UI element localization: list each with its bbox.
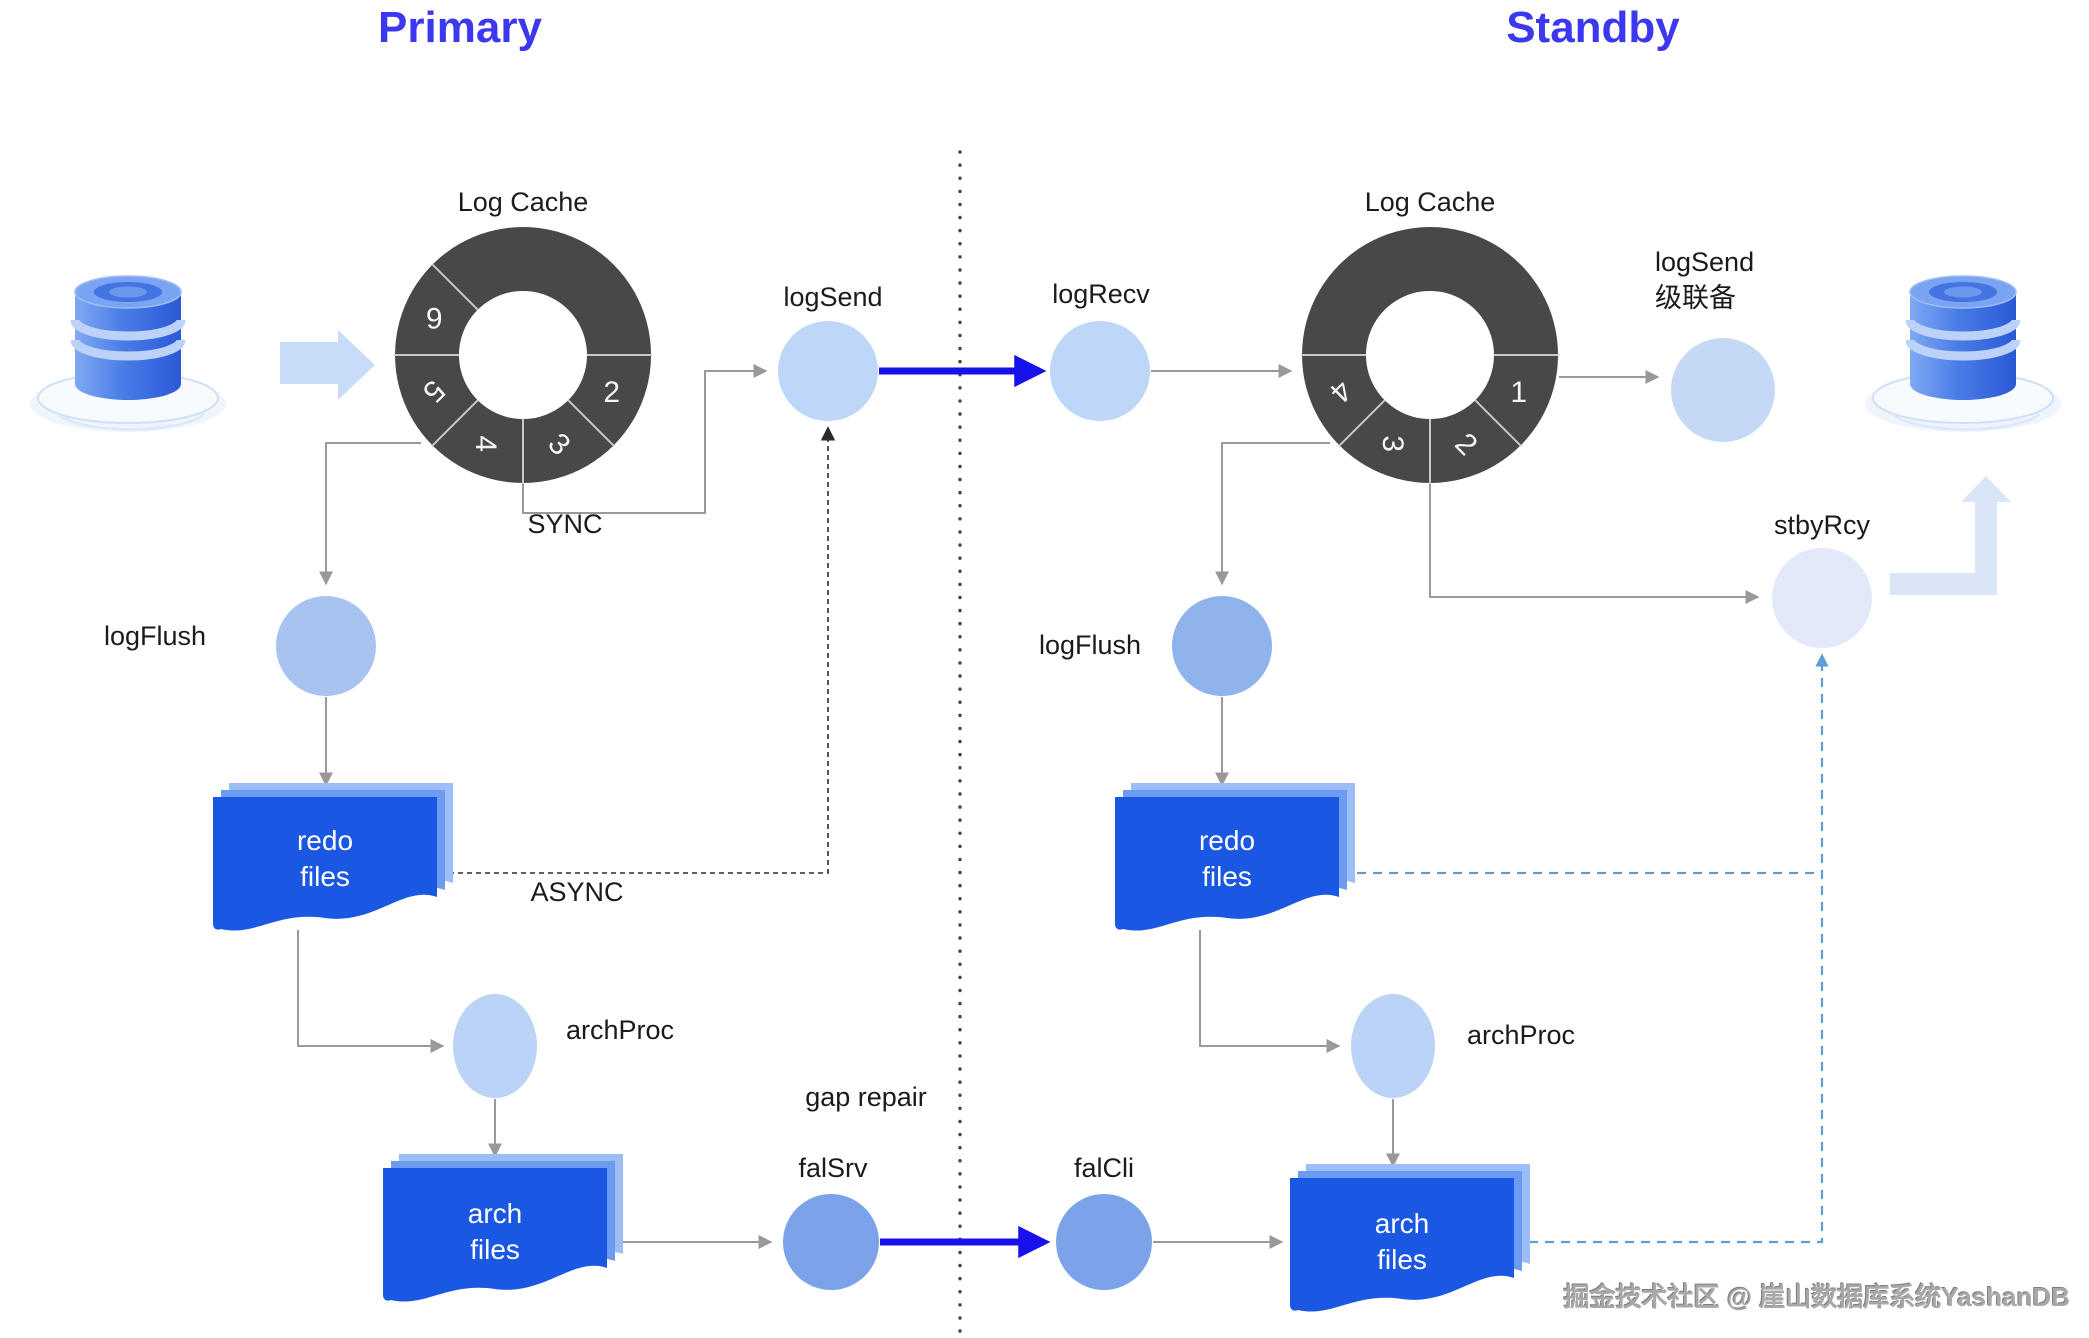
segment-label: 3 xyxy=(1376,435,1409,452)
database-icon-primary xyxy=(30,276,226,432)
gap-repair-label: gap repair xyxy=(805,1082,927,1112)
cascade-logsend-line1: logSend xyxy=(1655,247,1755,277)
falsrv-label: falSrv xyxy=(798,1153,868,1183)
logsend-node xyxy=(778,321,878,421)
log-cache-label-standby: Log Cache xyxy=(1364,187,1496,217)
redo-line1: redo xyxy=(296,825,354,856)
logrecv-label: logRecv xyxy=(1052,279,1150,309)
arch-files-label-standby: arch files xyxy=(1290,1206,1514,1278)
sync-label: SYNC xyxy=(527,509,603,539)
connector-async-redo-to-logsend xyxy=(440,426,836,874)
falcli-node xyxy=(1056,1194,1152,1290)
cascade-logsend-line2: 级联备 xyxy=(1655,283,1736,313)
log-cache-ring-standby: 1 2 3 4 xyxy=(1301,227,1559,484)
primary-title: Primary xyxy=(378,3,542,52)
connector-logcache-to-stbyrcy xyxy=(1429,484,1760,604)
connector-sync-to-logsend xyxy=(522,364,768,514)
stbyrcy-label: stbyRcy xyxy=(1773,510,1871,540)
stbyrcy-node xyxy=(1772,548,1872,648)
cascade-logsend-label: logSend 级联备 xyxy=(1655,244,1895,316)
falcli-label: falCli xyxy=(1073,1153,1134,1183)
segment-label: 4 xyxy=(469,435,502,452)
watermark: 掘金技术社区 @ 崖山数据库系统YashanDB xyxy=(1563,1282,2070,1312)
arch-files-label-primary: arch files xyxy=(383,1196,607,1268)
segment-label: 1 xyxy=(1510,376,1527,409)
logsend-label: logSend xyxy=(783,282,883,312)
redo-line2: files xyxy=(300,861,350,892)
logflush-node-primary xyxy=(276,596,376,696)
arch-line1: arch xyxy=(467,1198,523,1229)
connector-logcache-to-logflush-standby xyxy=(1215,442,1330,586)
logflush-label-primary: logFlush xyxy=(103,621,207,651)
connector-redo-to-archproc-standby xyxy=(1199,930,1341,1053)
log-cache-label-primary: Log Cache xyxy=(457,187,589,217)
arch-line1: arch xyxy=(1374,1208,1430,1239)
cascade-logsend-node xyxy=(1671,338,1775,442)
segment-label: 2 xyxy=(603,376,620,409)
arch-line2: files xyxy=(470,1234,520,1265)
archproc-label-primary: archProc xyxy=(565,1015,675,1045)
logflush-node-standby xyxy=(1172,596,1272,696)
redo-files-label-primary: redo files xyxy=(213,823,437,895)
segment-label: 6 xyxy=(426,301,443,334)
falsrv-node xyxy=(783,1194,879,1290)
redo-line1: redo xyxy=(1198,825,1256,856)
log-cache-ring-primary: 2 3 4 5 6 xyxy=(394,227,652,484)
redo-files-label-standby: redo files xyxy=(1115,823,1339,895)
standby-title: Standby xyxy=(1506,3,1680,52)
archproc-label-standby: archProc xyxy=(1466,1020,1576,1050)
archproc-node-primary xyxy=(453,994,537,1098)
logrecv-node xyxy=(1050,321,1150,421)
arch-line2: files xyxy=(1377,1244,1427,1275)
db-to-logcache-arrow xyxy=(280,330,375,400)
logflush-label-standby: logFlush xyxy=(1038,630,1142,660)
connector-logcache-to-logflush-primary xyxy=(319,442,421,586)
connector-redo-to-archproc-primary xyxy=(297,930,445,1053)
stbyrcy-to-db-arrow xyxy=(1890,476,2011,595)
archproc-node-standby xyxy=(1351,994,1435,1098)
redo-line2: files xyxy=(1202,861,1252,892)
async-label: ASYNC xyxy=(530,877,624,907)
connector-arch-standby-to-stbyrcy xyxy=(1513,653,1829,1244)
